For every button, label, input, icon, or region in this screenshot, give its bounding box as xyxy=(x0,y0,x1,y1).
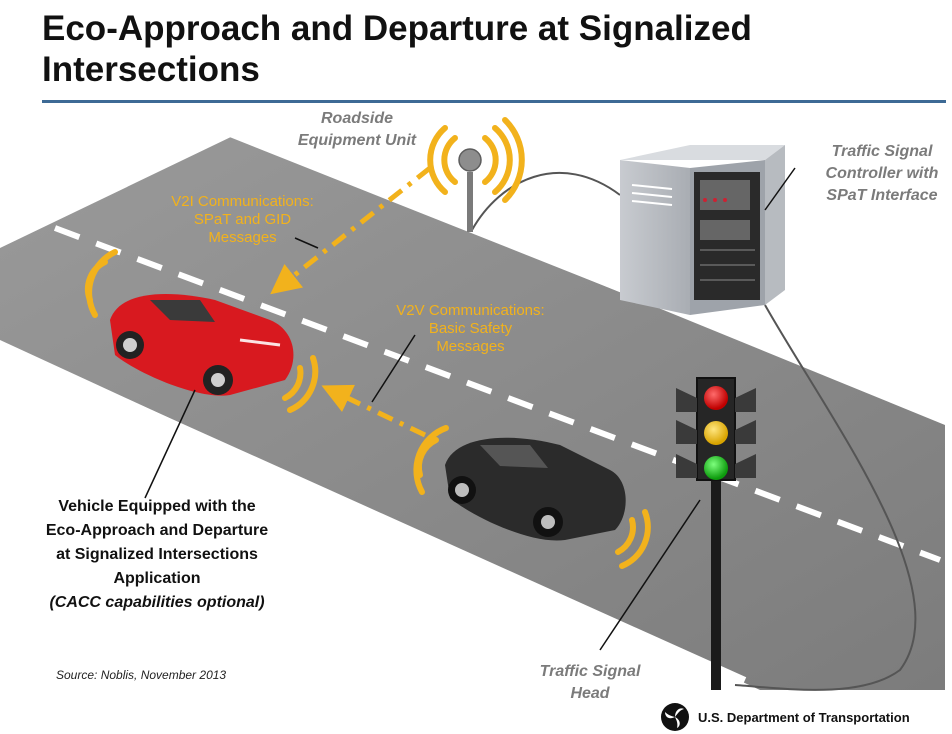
vehicle-note-line4: Application xyxy=(113,570,201,587)
v2i-label: V2I Communications: SPaT and GID Message… xyxy=(150,193,335,247)
title-underline xyxy=(42,100,946,103)
traffic-signal-controller xyxy=(620,145,785,315)
usdot-triskelion-icon xyxy=(661,703,689,731)
v2v-label-line1: V2V Communications: xyxy=(396,302,545,319)
vehicle-note-optional: (CACC capabilities optional) xyxy=(49,594,265,611)
controller-signal-cable xyxy=(734,304,917,691)
roadside-equipment-unit xyxy=(427,117,525,232)
v2v-label: V2V Communications: Basic Safety Message… xyxy=(378,302,563,356)
signal-head-label-line1: Traffic Signal xyxy=(539,663,641,680)
dot-org-name: U.S. Department of Transportation xyxy=(698,709,910,725)
rsu-label-line2: Equipment Unit xyxy=(297,132,417,149)
tsc-label: Traffic Signal Controller with SPaT Inte… xyxy=(812,141,952,207)
vehicle-description: Vehicle Equipped with the Eco-Approach a… xyxy=(22,495,292,615)
yellow-light xyxy=(704,421,728,445)
v2v-label-line2: Basic Safety xyxy=(428,320,513,337)
tsc-label-line1: Traffic Signal xyxy=(831,143,933,160)
v2i-label-line2: SPaT and GID xyxy=(193,211,292,228)
v2v-label-line3: Messages xyxy=(436,338,505,355)
v2v-arrow xyxy=(321,384,427,438)
vehicle-note-line3: at Signalized Intersections xyxy=(56,546,258,563)
red-light xyxy=(704,386,728,410)
v2i-label-line1: V2I Communications: xyxy=(171,193,314,210)
tsc-label-line3: SPaT Interface xyxy=(826,187,938,204)
rsu-label: Roadside Equipment Unit xyxy=(282,108,432,152)
source-citation: Source: Noblis, November 2013 xyxy=(56,668,227,682)
traffic-signal-head xyxy=(676,377,756,690)
road xyxy=(0,129,952,690)
rsu-label-line1: Roadside xyxy=(320,110,393,127)
signal-head-label: Traffic Signal Head xyxy=(520,661,660,705)
tsc-label-line2: Controller with xyxy=(825,165,939,182)
black-car-remote-vehicle xyxy=(413,425,651,569)
vehicle-note-line1: Vehicle Equipped with the xyxy=(58,498,256,515)
page-title: Eco-Approach and Departure at Signalized… xyxy=(42,9,752,89)
red-car-equipped-vehicle xyxy=(85,249,319,413)
rsu-controller-cable xyxy=(471,171,621,231)
v2i-arrow xyxy=(270,166,432,295)
v2i-label-line3: Messages xyxy=(208,229,277,246)
dot-footer: U.S. Department of Transportation xyxy=(660,701,910,733)
signal-head-label-line2: Head xyxy=(570,685,610,702)
vehicle-note-line2: Eco-Approach and Departure xyxy=(45,522,269,539)
green-light xyxy=(704,456,728,480)
leader-lines xyxy=(144,167,796,651)
